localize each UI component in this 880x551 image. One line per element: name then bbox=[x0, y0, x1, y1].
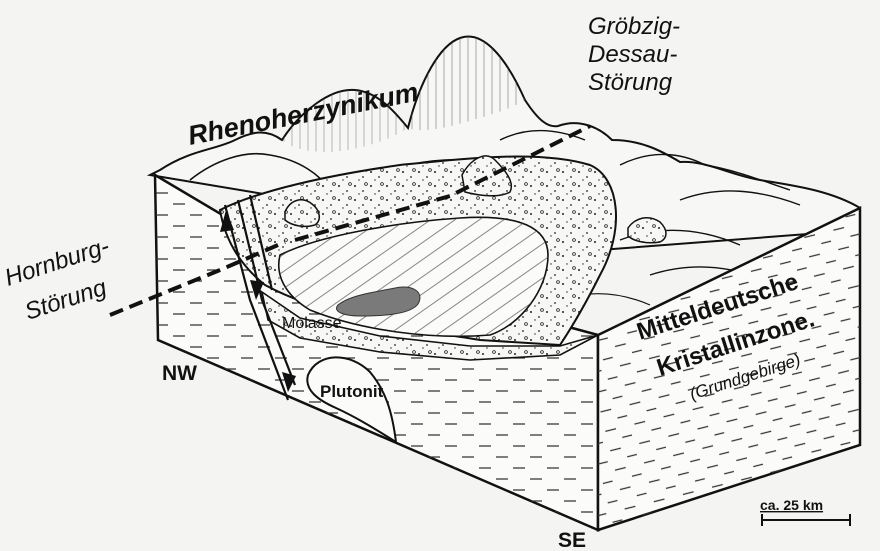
label-nw: NW bbox=[162, 362, 197, 385]
label-molasse: Molasse bbox=[282, 315, 342, 332]
scale-bar bbox=[762, 514, 850, 526]
label-se: SE bbox=[558, 529, 586, 551]
label-scale: ca. 25 km bbox=[760, 497, 823, 513]
label-plutonit: Plutonit bbox=[320, 382, 384, 401]
label-groebzig-2: Dessau- bbox=[588, 41, 677, 68]
label-groebzig-1: Gröbzig- bbox=[588, 13, 680, 40]
label-groebzig-3: Störung bbox=[588, 69, 673, 96]
